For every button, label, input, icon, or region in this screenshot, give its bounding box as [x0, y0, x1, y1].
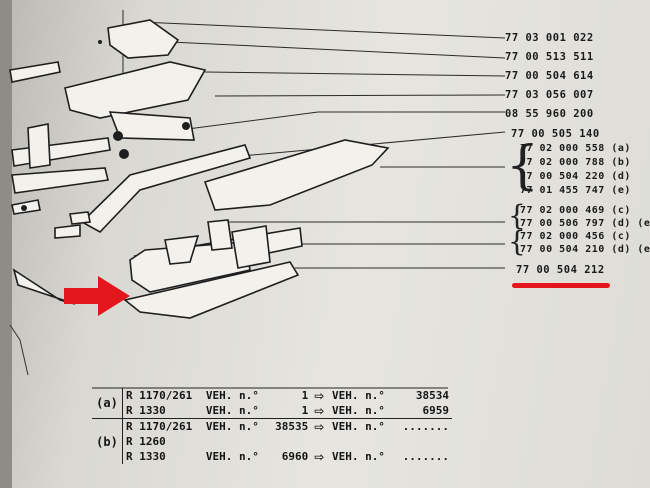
- to-number: .......: [402, 450, 449, 463]
- veh-label: VEH. n.°: [205, 450, 259, 463]
- page-binding-shadow: [0, 0, 12, 488]
- veh-label: [203, 434, 268, 449]
- model: R 1170/261: [126, 389, 193, 402]
- part-rail-mid: [11, 137, 111, 167]
- group2-item: 77 00 506 797 (d) (e): [520, 218, 650, 229]
- from-number: 1: [301, 389, 309, 402]
- vehicle-table-row: R 1330 VEH. n.° 1 ⇨ VEH. n.° 6959: [92, 403, 452, 419]
- veh-label: VEH. n.°: [205, 404, 259, 417]
- highlight-underline: [512, 283, 610, 288]
- group1-item: 77 02 000 558 (a): [520, 143, 631, 154]
- group1-item: 77 01 455 747 (e): [520, 185, 631, 196]
- to-number: 38534: [415, 389, 449, 402]
- vehicle-table-row: R 1330 VEH. n.° 6960 ⇨ VEH. n.°.......: [92, 449, 452, 464]
- part-side-member: [80, 144, 252, 233]
- highlighted-part-number: 77 00 504 212: [516, 264, 605, 276]
- part-bracket-top: [107, 19, 180, 59]
- arrow-icon: ⇨: [314, 449, 325, 464]
- arrow-icon: ⇨: [314, 403, 325, 418]
- model: R 1170/261: [122, 418, 203, 434]
- to-number: [394, 434, 452, 449]
- highlight-arrow-icon: [64, 276, 130, 316]
- from-number: 1: [301, 404, 309, 417]
- arrow-icon: ⇨: [311, 418, 329, 434]
- to-number: .......: [394, 418, 452, 434]
- part-number: 77 00 505 140: [511, 128, 600, 140]
- fasteners: [21, 40, 190, 211]
- part-jacking-plate: [123, 261, 300, 319]
- part-number: 77 00 504 614: [505, 70, 594, 82]
- to-label: VEH. n.°: [328, 418, 395, 434]
- group1-item: 77 00 504 220 (d): [520, 171, 631, 182]
- arrow-icon: [311, 434, 329, 449]
- to-number: 6959: [422, 404, 450, 417]
- group1-item: 77 02 000 788 (b): [520, 157, 631, 168]
- arrow-icon: ⇨: [314, 388, 325, 403]
- chassis-parts: [9, 19, 390, 319]
- veh-label: VEH. n.°: [202, 418, 268, 434]
- to-label: VEH. n.°: [331, 450, 385, 463]
- part-floor-member: [203, 139, 390, 211]
- group2-item: 77 02 000 469 (c): [520, 205, 631, 216]
- model: R 1330: [126, 450, 166, 463]
- model: R 1330: [126, 404, 166, 417]
- group-brace: {: [508, 199, 526, 232]
- group3-item: 77 00 504 210 (d) (e): [520, 244, 650, 255]
- to-label: VEH. n.°: [331, 404, 385, 417]
- from-number: 38535: [268, 418, 312, 434]
- veh-label: VEH. n.°: [205, 389, 259, 402]
- range-label: (a): [92, 388, 123, 419]
- from-number: 6960: [281, 450, 309, 463]
- part-crossmember: [64, 61, 207, 119]
- part-number: 77 00 513 511: [505, 51, 594, 63]
- model: R 1260: [126, 435, 166, 448]
- group-brace: {: [506, 136, 540, 196]
- part-number: 08 55 960 200: [505, 108, 594, 120]
- part-number: 77 03 001 022: [505, 32, 594, 44]
- to-label: [329, 434, 394, 449]
- to-label: VEH. n.°: [331, 389, 385, 402]
- vehicle-table-row: R 1260: [92, 434, 452, 449]
- part-mount: [108, 111, 195, 141]
- group3-item: 77 02 000 456 (c): [520, 231, 631, 242]
- group-brace: {: [508, 225, 526, 258]
- part-number: 77 03 056 007: [505, 89, 594, 101]
- from-number: [268, 434, 311, 449]
- range-label: (b): [92, 418, 123, 464]
- part-rail-left: [9, 61, 61, 83]
